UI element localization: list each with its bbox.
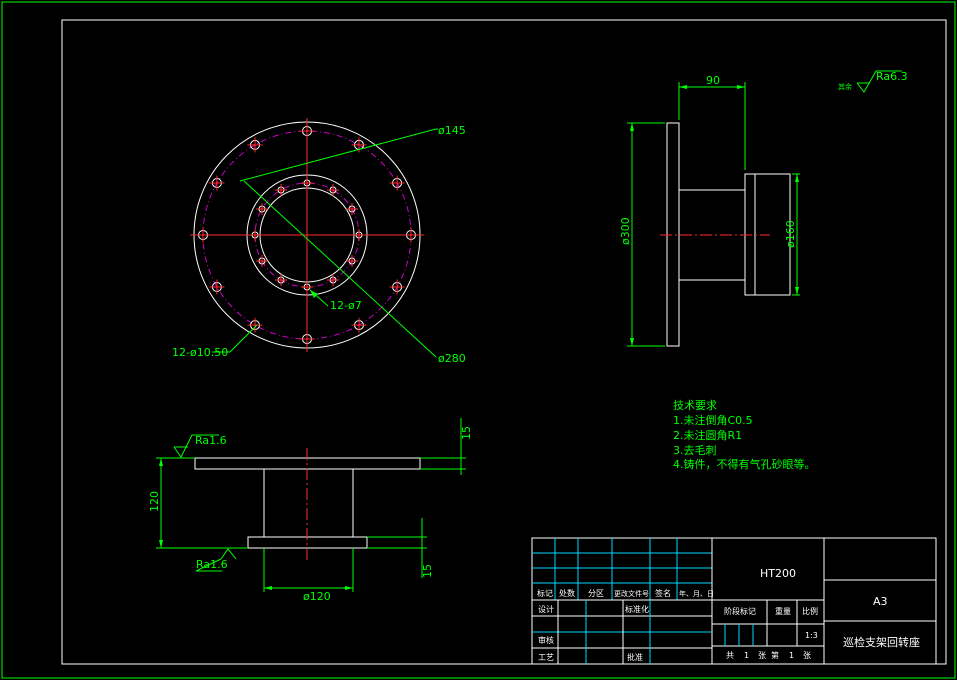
inner-hole-group [249,177,365,293]
stage-mark-label: 阶段标记 [724,606,756,616]
front-view: ø145 ø280 12-ø10.50 12-ø7 [172,118,466,365]
roughness-63: Ra6.3 [876,70,908,83]
dim-90: 90 [706,74,720,87]
roughness-16-bottom: Ra1.6 [196,558,228,571]
material: HT200 [760,567,796,580]
sheet-no-pre: 第 [771,650,779,660]
col-mark: 标记 [537,588,553,598]
scale-value: 1:3 [805,631,818,640]
review-label: 审核 [538,635,554,645]
dim-15-bottom: 15 [421,564,434,578]
title-block: 标记 处数 分区 更改文件号 签名 年、月、日 设计 标准化 审核 工艺 批准 … [531,537,937,665]
tech-item-3: 3.去毛刺 [673,444,717,457]
sheet-size: A3 [873,595,888,608]
col-sign: 签名 [655,588,671,598]
designer-label: 设计 [538,604,554,614]
roughness-16-top: Ra1.6 [195,434,227,447]
col-date: 年、月、日 [679,589,714,598]
dim-160: ø160 [784,220,797,248]
col-count: 处数 [559,588,575,598]
part-name: 巡检支架回转座 [843,635,920,649]
sheet-total-pre: 共 [726,651,734,660]
tech-title: 技术要求 [673,399,717,412]
dim-120-dia: ø120 [303,590,331,603]
sheet-total: 1 [744,651,749,660]
col-change-doc: 更改文件号 [614,589,649,598]
weight-label: 重量 [775,606,791,616]
sheet-unit-b: 张 [803,651,811,660]
roughness-symbol-16-bottom [220,548,237,560]
remainder-label: 其余 [838,82,852,91]
leader-10-50 [229,324,258,353]
side-view: 90 ø300 ø160 其余 Ra6.3 [619,70,908,347]
tech-item-4: 4.铸件，不得有气孔砂眼等。 [673,457,816,471]
tech-item-1: 1.未注倒角C0.5 [673,413,753,427]
approve-label: 批准 [627,652,643,662]
dim-145: ø145 [438,124,466,137]
process-label: 工艺 [538,653,554,662]
revision-grid [532,538,712,600]
dim-holes-outer: 12-ø10.50 [172,346,228,359]
leader-145 [239,128,437,182]
dim-280: ø280 [438,352,466,365]
scale-label: 比例 [802,606,818,616]
standardization-label: 标准化 [625,604,649,614]
roughness-symbol-63 [856,70,902,93]
dim-120-height: 120 [148,491,161,512]
dim-holes-inner: 12-ø7 [330,299,362,312]
drawing-frame [61,19,947,665]
technical-requirements: 技术要求 1.未注倒角C0.5 2.未注圆角R1 3.去毛刺 4.铸件，不得有气… [673,399,816,471]
col-zone: 分区 [588,589,604,598]
sheet-no: 1 [789,651,794,660]
section-view: 15 15 120 ø120 Ra1.6 Ra1.6 [148,418,473,603]
dim-15-top: 15 [460,426,473,440]
roughness-symbol-16-top [173,434,219,458]
tech-item-2: 2.未注圆角R1 [673,428,742,442]
sheet-unit-a: 张 [758,651,766,660]
outer-hole-group [195,123,419,347]
dim-300: ø300 [619,217,632,245]
leader-280 [243,180,437,358]
